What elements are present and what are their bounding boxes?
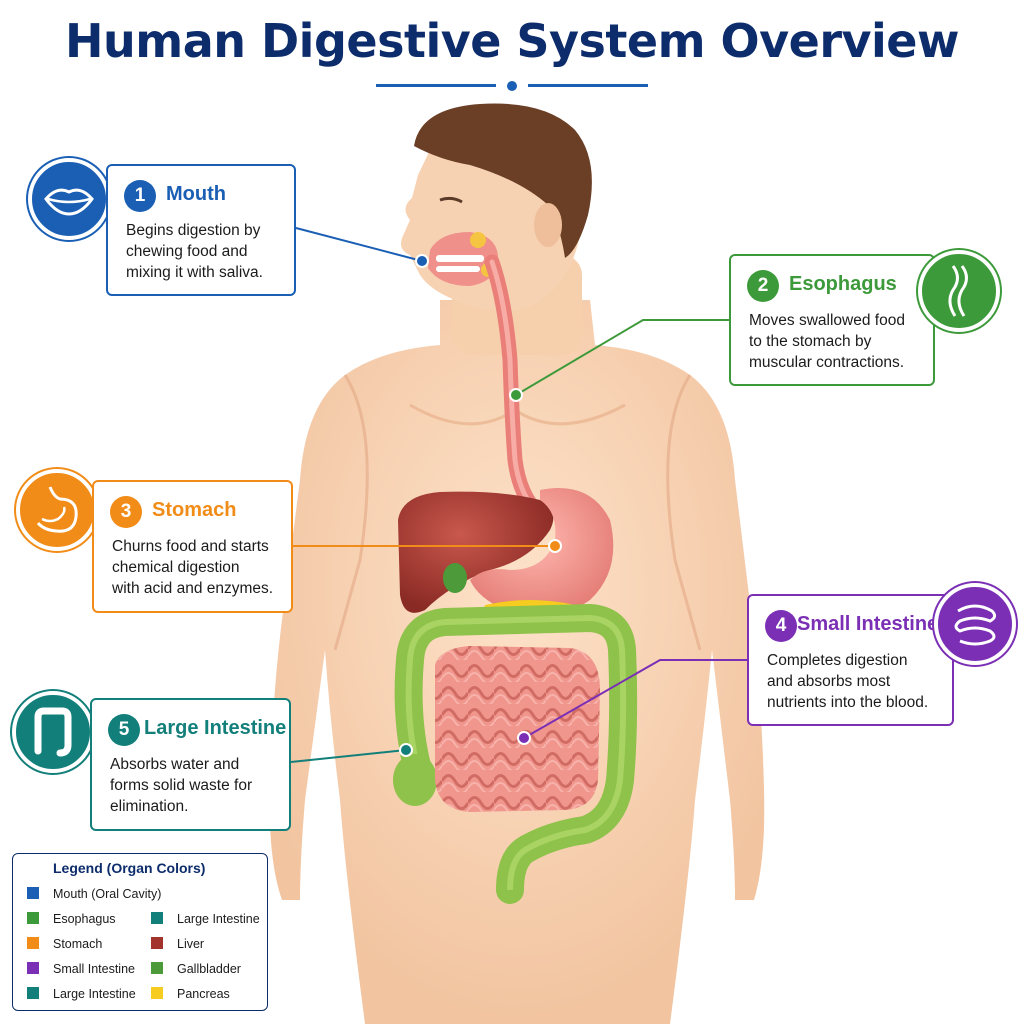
callout-number: 3 <box>110 496 142 528</box>
callout-large-intestine: 5 Large Intestine Absorbs water and form… <box>90 698 291 831</box>
callout-description: Begins digestion by chewing food and mix… <box>126 222 263 281</box>
small-intestine-icon <box>934 583 1016 665</box>
callout-description: Completes digestion and absorbs most nut… <box>767 652 929 711</box>
lips-icon <box>28 158 110 240</box>
callout-small-intestine: 4 Small Intestine Completes digestion an… <box>747 594 954 726</box>
callout-title: Stomach <box>152 499 237 521</box>
callout-title: Esophagus <box>789 273 897 295</box>
small-intestine-organ <box>435 646 600 812</box>
legend-item: Small Intestine <box>27 962 135 976</box>
callout-description: Moves swallowed food to the stomach by m… <box>749 312 905 371</box>
large-intestine-icon <box>12 691 94 773</box>
liver-organ <box>398 491 554 613</box>
esophagus-icon <box>918 250 1000 332</box>
title-rule-dot <box>507 81 517 91</box>
legend-item: Mouth (Oral Cavity) <box>27 887 161 901</box>
callout-description: Churns food and starts chemical digestio… <box>112 538 274 597</box>
legend-item: Pancreas <box>151 987 230 1001</box>
callout-mouth: 1 Mouth Begins digestion by chewing food… <box>106 164 296 296</box>
callout-title: Mouth <box>166 183 226 205</box>
title-rule-right <box>528 84 648 87</box>
legend-item: Stomach <box>27 937 102 951</box>
title-rule-left <box>376 84 496 87</box>
callout-title: Large Intestine <box>144 717 287 739</box>
callout-description: Absorbs water and forms solid waste for … <box>110 756 253 815</box>
legend-title: Legend (Organ Colors) <box>53 860 206 876</box>
callout-title: Small Intestine <box>797 613 939 635</box>
stomach-icon <box>16 469 98 551</box>
gallbladder-organ <box>443 563 467 593</box>
callout-number: 1 <box>124 180 156 212</box>
callout-stomach: 3 Stomach Churns food and starts chemica… <box>92 480 293 613</box>
legend-item: Large Intestine <box>27 987 136 1001</box>
callout-number: 2 <box>747 270 779 302</box>
callout-number: 5 <box>108 714 140 746</box>
stomach-organ <box>470 488 614 616</box>
head-shape <box>401 103 592 355</box>
legend-item: Large Intestine <box>151 912 260 926</box>
legend-item: Esophagus <box>27 912 116 926</box>
page-title: Human Digestive System Overview <box>65 14 959 68</box>
legend: Legend (Organ Colors) Mouth (Oral Cavity… <box>12 853 268 1011</box>
legend-item: Gallbladder <box>151 962 241 976</box>
legend-item: Liver <box>151 937 204 951</box>
callout-esophagus: 2 Esophagus Moves swallowed food to the … <box>729 254 935 386</box>
callout-connectors <box>290 227 747 763</box>
callout-number: 4 <box>765 610 797 642</box>
